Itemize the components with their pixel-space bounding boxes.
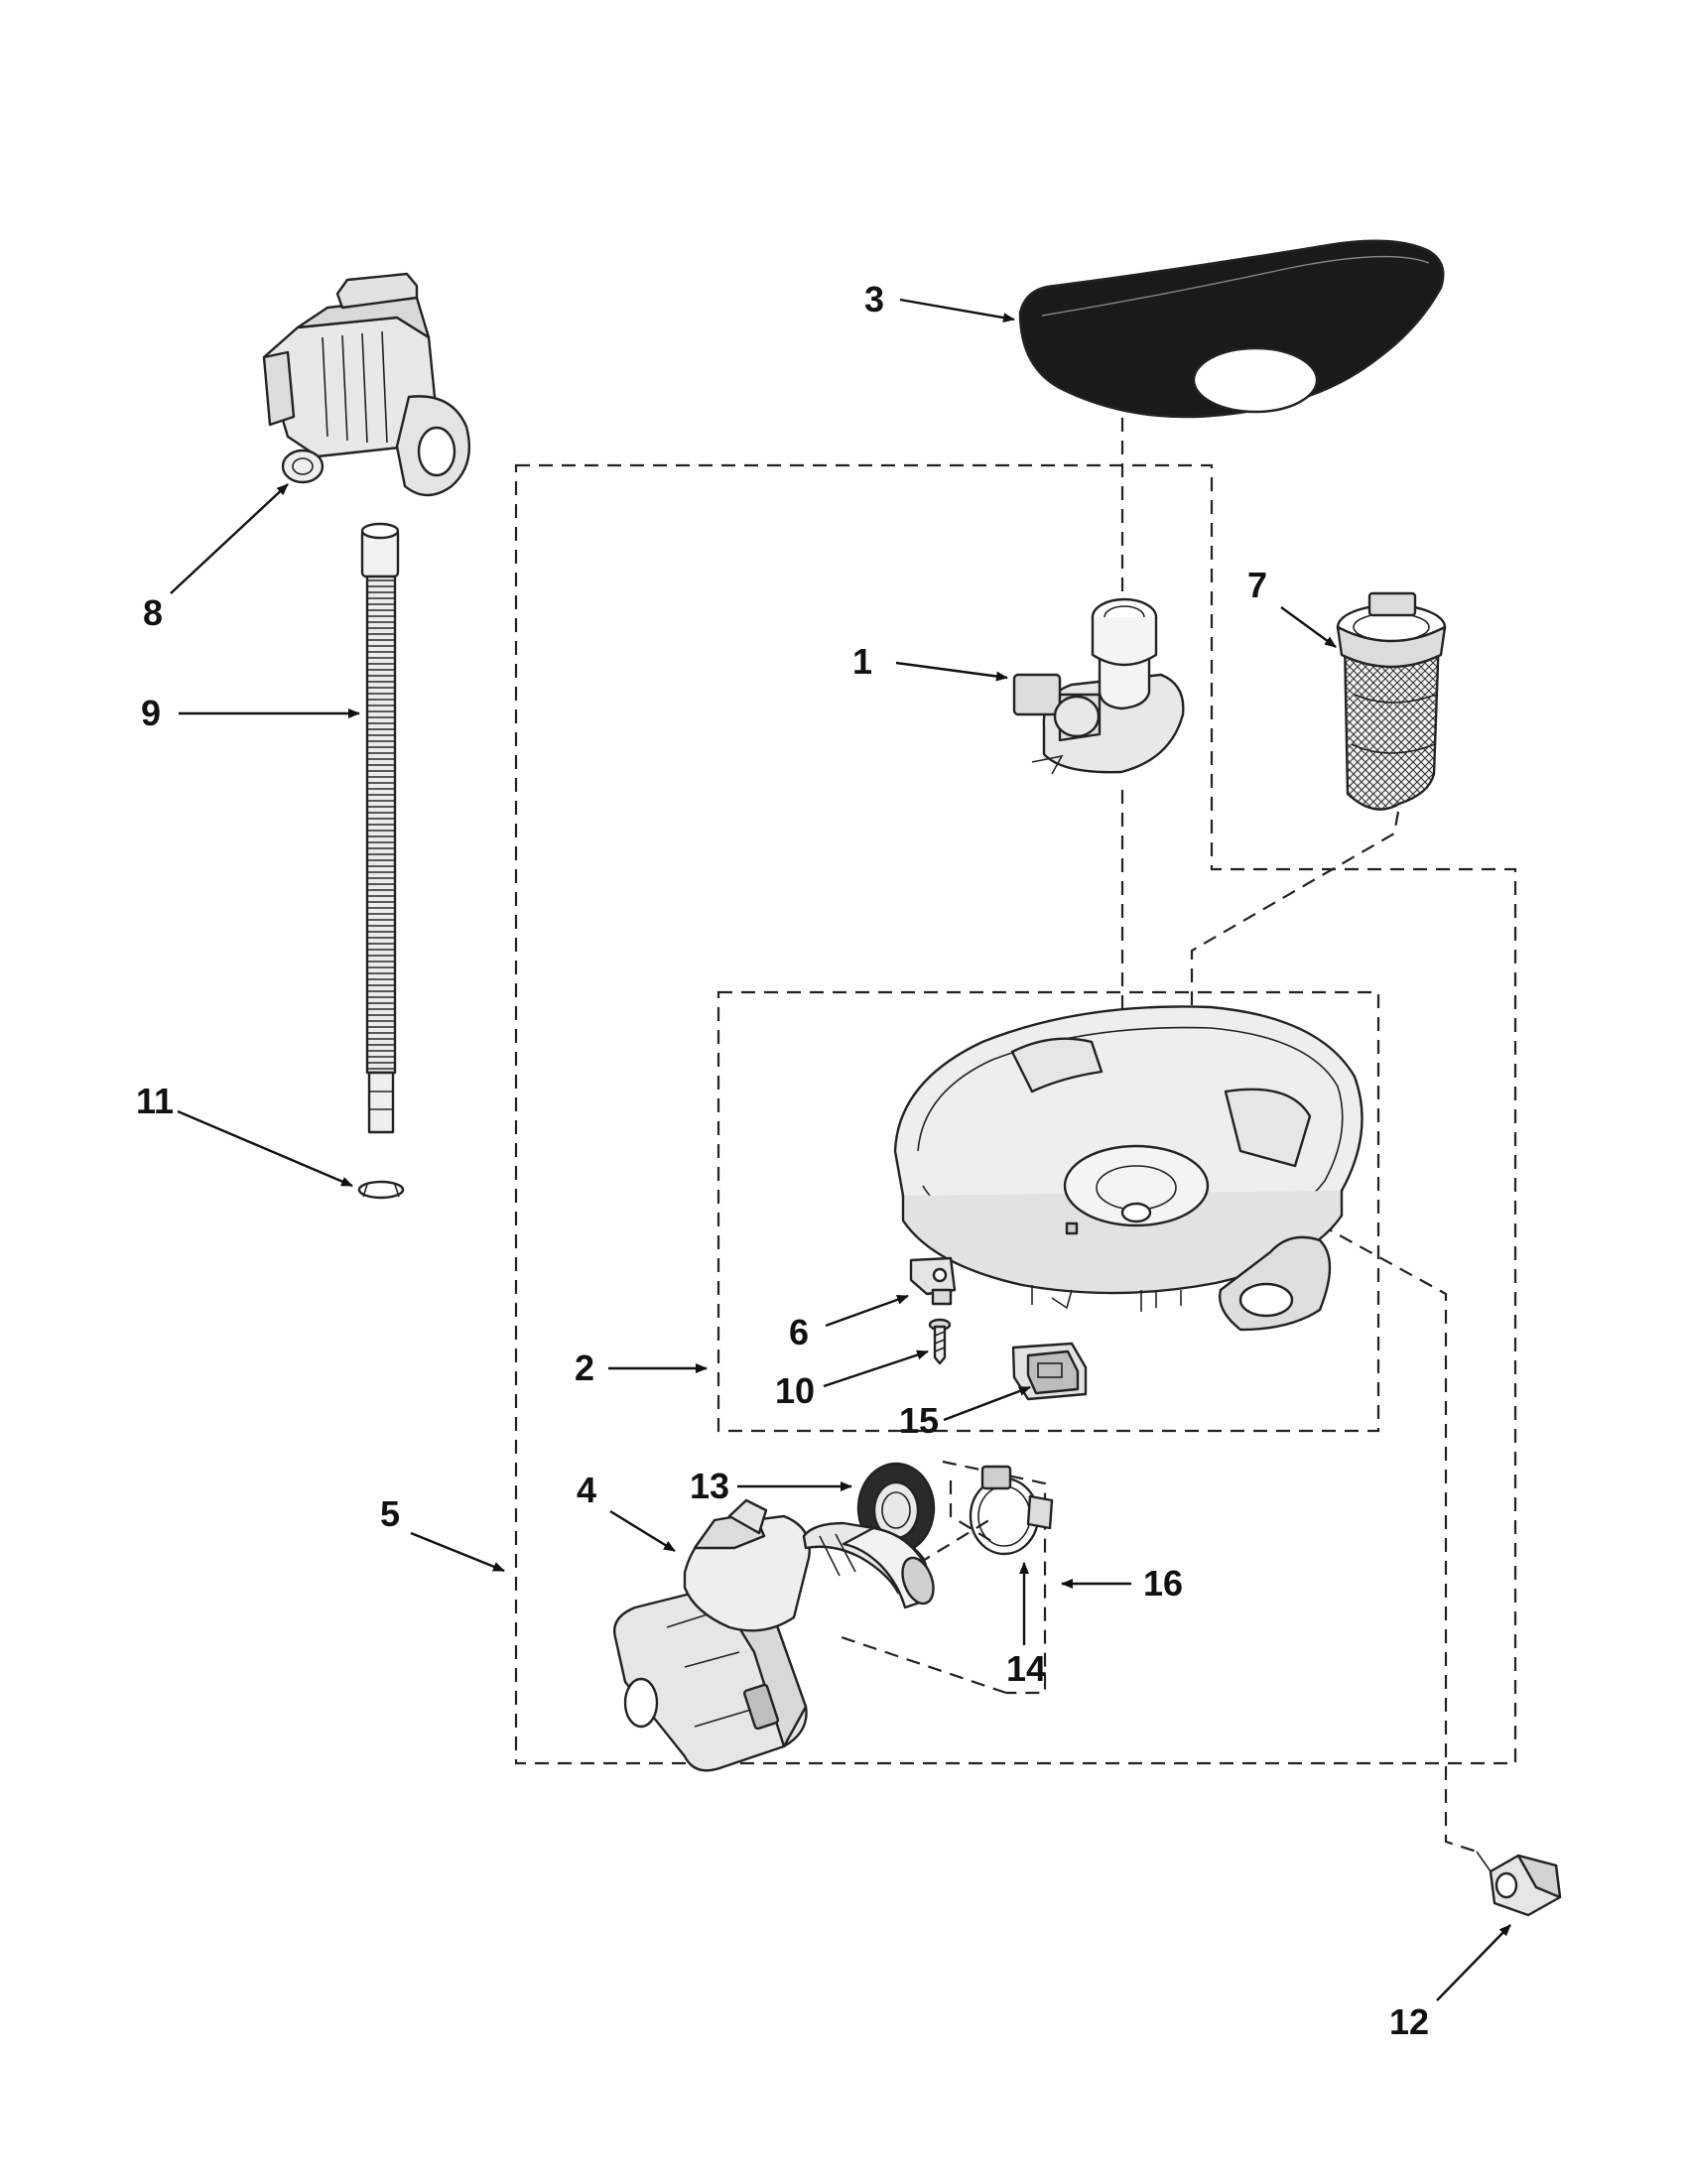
leader-4 xyxy=(609,1509,676,1553)
leader-11 xyxy=(177,1109,353,1188)
callout-2: 2 xyxy=(575,1348,594,1388)
boundary-assembly-5 xyxy=(514,463,1517,1765)
callout-9: 9 xyxy=(141,693,161,733)
part-3-filter-shield xyxy=(1018,239,1445,419)
leader-5 xyxy=(410,1531,505,1573)
align-13-16 xyxy=(949,1480,997,1545)
callout-4: 4 xyxy=(577,1470,596,1510)
callout-10: 10 xyxy=(775,1370,815,1411)
callout-15: 15 xyxy=(899,1400,939,1441)
boundary-assembly-2 xyxy=(716,990,1380,1433)
callout-13: 13 xyxy=(690,1466,729,1506)
callout-11: 11 xyxy=(136,1081,174,1121)
callout-12: 12 xyxy=(1389,2001,1429,2042)
leader-lines xyxy=(170,298,1511,2001)
boundary-assembly-16-lower xyxy=(841,1635,1007,1695)
callout-3: 3 xyxy=(864,279,884,320)
leader-15 xyxy=(943,1385,1031,1422)
leader-7 xyxy=(1280,606,1337,648)
part-9-drain-hose xyxy=(360,522,400,1134)
part-8-drain-pump xyxy=(262,272,470,497)
leader-10 xyxy=(823,1349,929,1388)
part-11-clamp-ring xyxy=(357,1180,405,1200)
part-2-sump-base xyxy=(893,1005,1363,1332)
part-10-screw xyxy=(928,1318,952,1365)
align-12 xyxy=(1319,1223,1478,1854)
callout-1: 1 xyxy=(852,641,872,682)
leader-1 xyxy=(895,661,1008,682)
part-7-filter-cup xyxy=(1336,591,1447,811)
leader-8 xyxy=(170,483,289,594)
part-1-valve-assembly xyxy=(1012,597,1185,775)
leader-6 xyxy=(825,1294,909,1328)
part-4-pump-motor xyxy=(613,1498,935,1772)
part-12-sensor xyxy=(1476,1851,1562,1917)
part-14-hose-clamp xyxy=(969,1465,1054,1556)
callout-16: 16 xyxy=(1143,1563,1183,1604)
part-15-connector-block xyxy=(1011,1342,1088,1401)
leader-3 xyxy=(899,298,1015,323)
callout-7: 7 xyxy=(1247,565,1267,605)
callout-5: 5 xyxy=(380,1493,400,1534)
callout-6: 6 xyxy=(789,1312,809,1352)
callout-labels: 1 2 3 4 5 6 7 8 9 10 11 12 13 14 15 16 xyxy=(136,279,1429,2042)
callout-14: 14 xyxy=(1006,1648,1046,1689)
leader-12 xyxy=(1436,1924,1511,2001)
callout-8: 8 xyxy=(143,592,163,633)
part-6-sensor-clip xyxy=(909,1256,957,1306)
